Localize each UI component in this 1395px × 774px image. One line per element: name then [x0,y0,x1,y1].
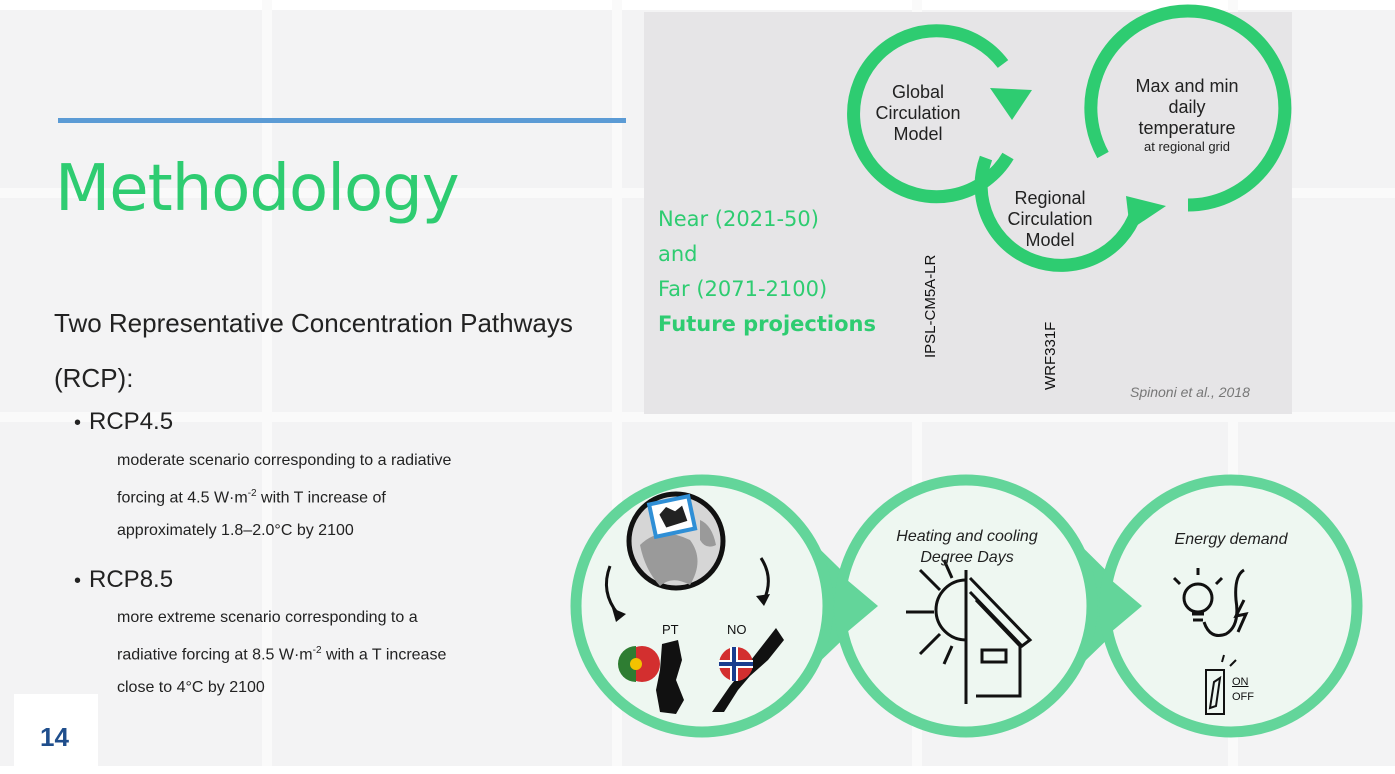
globe-icon [626,491,726,591]
rcm-label-line: Model [1025,230,1075,250]
projection-near: Near (2021-50) [658,207,819,231]
top-band [0,0,1395,10]
energy-demand-label: Energy demand [1174,531,1288,548]
bullet-rcp45: •RCP4.5 [74,408,174,435]
temperature-label-line: temperature [1138,118,1236,138]
portugal-map [618,640,684,714]
bullet-label: RCP4.5 [89,408,174,435]
page-number-box [14,694,98,774]
exponent: -2 [247,488,257,499]
projection-periods: Near (2021-50) and Far (2071-2100) Futur… [658,202,876,342]
temp-arc [1084,4,1292,212]
bullet-rcp85-description: more extreme scenario corresponding to a… [117,601,537,704]
temperature-label-line: at regional grid [1144,139,1230,154]
temperature-label: Max and min daily temperature at regiona… [1116,76,1258,155]
rcm-label-line: Regional [1014,188,1086,208]
portugal-label: PT [662,622,679,637]
gcm-label-line: Global [891,82,945,102]
rcm-arrowhead [1126,196,1166,230]
desc-line: radiative forcing at 8.5 W·m-2 with a T … [117,645,447,664]
projection-far: Far (2071-2100) [658,277,828,301]
slide-title: Methodology [55,152,460,226]
citation: Spinoni et al., 2018 [1130,384,1250,400]
gcm-label-line: Model [893,124,943,144]
norway-map [712,628,784,712]
page-number: 14 [40,722,69,752]
model-chain-panel [644,12,1292,414]
desc-line: more extreme scenario corresponding to a [117,609,418,626]
projection-label: Future projections [658,312,876,336]
rcm-arc [974,155,1143,272]
degree-days-label-line: Degree Days [920,549,1014,566]
switch-off-label: OFF [1232,691,1254,703]
rcm-label-line: Circulation [1007,209,1093,229]
grid-line [262,0,272,774]
bullet-rcp85: •RCP8.5 [74,566,174,593]
energy-demand-circle [1099,474,1363,738]
intro-text: Two Representative Concentration Pathway… [54,308,573,393]
desc-line: close to 4°C by 2100 [117,679,265,697]
grid-line [0,412,1395,422]
gcm-arc [847,24,1014,204]
gcm-model-name: IPSL-CM5A-LR [922,254,939,358]
gcm-arrowhead [990,88,1032,120]
grid-line [612,0,622,774]
sun-house-icon [906,559,1033,704]
norway-label: NO [727,622,747,637]
desc-line: moderate scenario corresponding to a rad… [117,452,452,469]
projection-and: and [658,242,698,266]
title-rule [58,118,626,123]
gcm-label-line: Circulation [875,103,961,123]
bullet-rcp45-description: moderate scenario corresponding to a rad… [117,444,537,547]
exponent: -2 [312,645,322,656]
rcm-model-name: WRF331F [1042,321,1059,390]
power-switch-icon [1205,654,1237,715]
temperature-label-line: daily [1168,97,1206,117]
desc-line: forcing at 4.5 W·m-2 with T increase of [117,488,386,507]
degree-days-label-line: Heating and cooling [896,528,1038,545]
desc-line: approximately 1.8–2.0°C by 2100 [117,522,354,540]
rcm-label: Regional Circulation Model [990,188,1110,251]
bullet-label: RCP8.5 [89,566,174,593]
bottom-band [0,766,1395,774]
temperature-label-line: Max and min [1135,76,1239,96]
switch-on-label: ON [1232,676,1249,688]
lightbulb-icon [1172,568,1249,637]
degree-days-label: Heating and cooling Degree Days [876,526,1058,568]
gcm-label: Global Circulation Model [858,82,978,145]
